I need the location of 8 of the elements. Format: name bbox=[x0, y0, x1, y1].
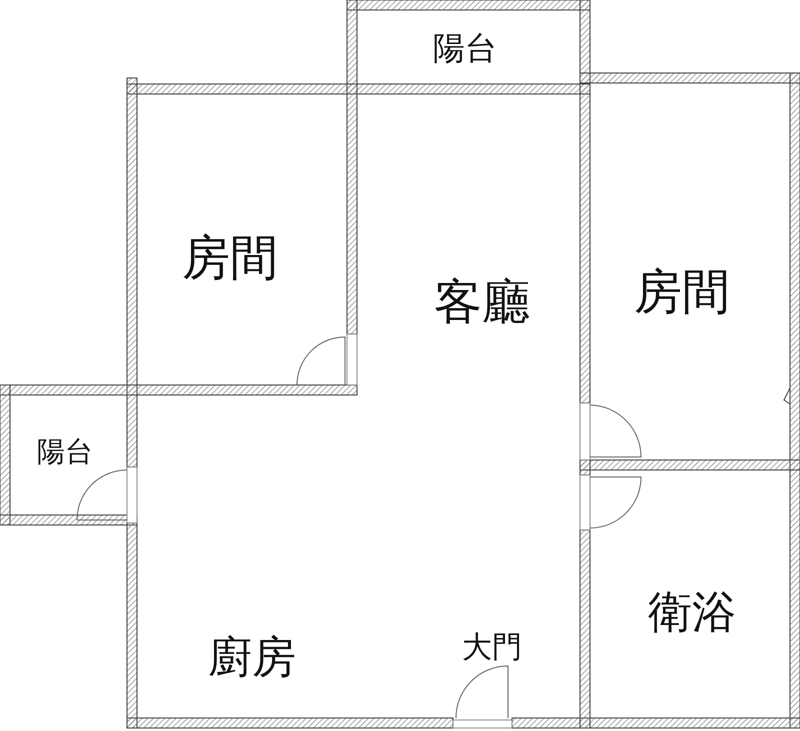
room-label: 客廳 bbox=[434, 278, 530, 326]
door-label: 大門 bbox=[462, 633, 522, 663]
room-label: 陽台 bbox=[37, 438, 93, 466]
room-label: 陽台 bbox=[433, 32, 497, 64]
room-label: 房間 bbox=[634, 268, 730, 316]
room-label: 房間 bbox=[182, 234, 278, 282]
room-label: 衛浴 bbox=[648, 591, 736, 635]
room-label: 廚房 bbox=[208, 636, 296, 680]
